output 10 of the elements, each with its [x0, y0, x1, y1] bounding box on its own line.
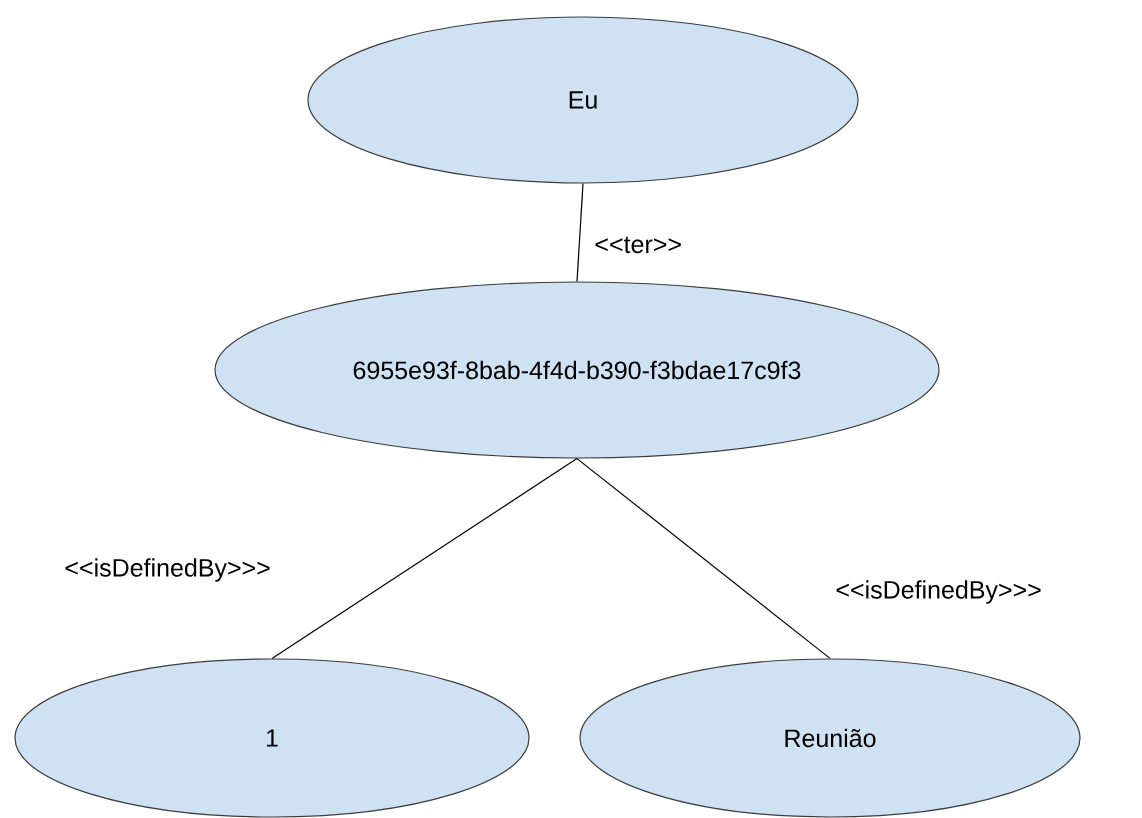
ellipse-node: 1 [14, 658, 530, 818]
ellipse-node: Eu [307, 16, 859, 184]
ellipse-node: Reunião [579, 658, 1081, 818]
ellipse-node: 6955e93f-8bab-4f4d-b390-f3bdae17c9f3 [214, 281, 940, 459]
edge-label: <<isDefinedBy>>> [833, 578, 1044, 606]
connector-line [576, 183, 584, 282]
connector-line [271, 458, 578, 659]
connector-line [576, 458, 831, 659]
edge-label: <<ter>> [592, 234, 684, 256]
edge-label: <<isDefinedBy>>> [62, 556, 273, 584]
